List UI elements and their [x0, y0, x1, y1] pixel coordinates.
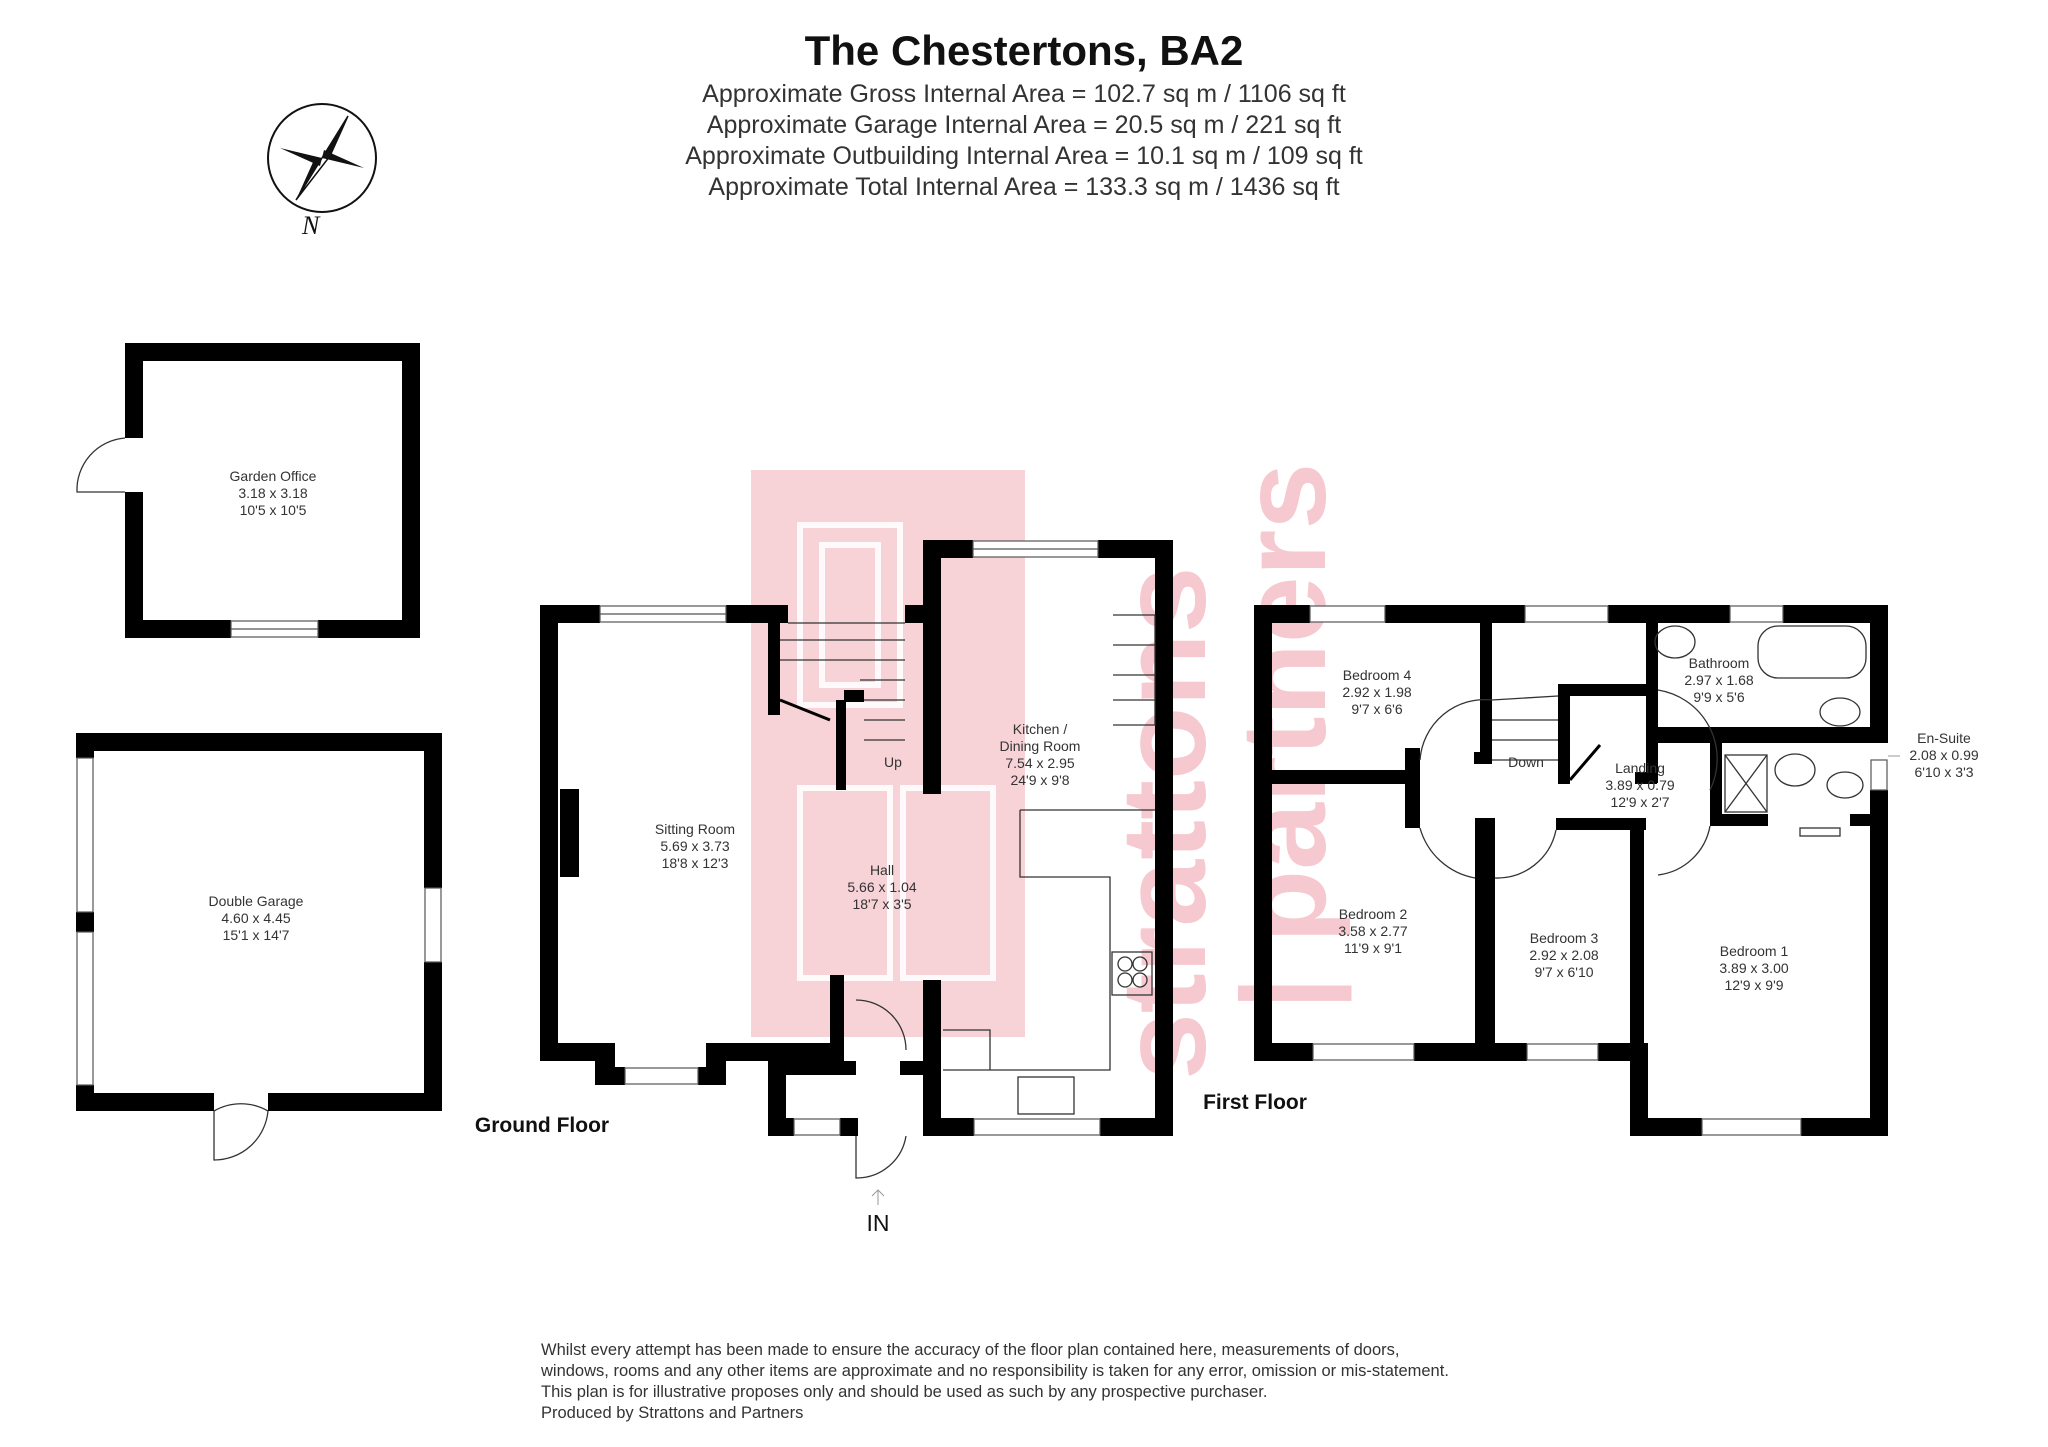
- sitting-room-imperial: 18'8 x 12'3: [662, 855, 729, 871]
- gross-area: Approximate Gross Internal Area = 102.7 …: [702, 80, 1346, 108]
- bedroom2-metric: 3.58 x 2.77: [1338, 923, 1407, 939]
- watermark-line2: | partners: [1217, 463, 1352, 1010]
- entrance-arrow-icon: [871, 1189, 885, 1205]
- bedroom1-name: Bedroom 1: [1720, 943, 1789, 959]
- sitting-room-name: Sitting Room: [655, 821, 735, 837]
- sitting-room-metric: 5.69 x 3.73: [660, 838, 729, 854]
- fixtures: [76, 437, 1867, 1179]
- bedroom4-imperial: 9'7 x 6'6: [1351, 701, 1402, 717]
- bath-icon: [1757, 625, 1867, 679]
- bedroom4-name: Bedroom 4: [1343, 667, 1412, 683]
- garden-office-name: Garden Office: [230, 468, 317, 484]
- bathroom-imperial: 9'9 x 5'6: [1693, 689, 1744, 705]
- garage-name: Double Garage: [209, 893, 304, 909]
- landing-metric: 3.89 x 0.79: [1605, 777, 1674, 793]
- bedroom3-metric: 2.92 x 2.08: [1529, 947, 1598, 963]
- bathroom-name: Bathroom: [1689, 655, 1750, 671]
- garage-metric: 4.60 x 4.45: [221, 910, 290, 926]
- stairs-up-label: Up: [884, 754, 902, 770]
- entrance-label: IN: [867, 1210, 890, 1236]
- hall-name: Hall: [870, 862, 894, 878]
- windows: [76, 540, 1888, 1136]
- front-door: [855, 999, 907, 1179]
- shower-icon: [1724, 754, 1768, 813]
- disclaimer: Whilst every attempt has been made to en…: [541, 1340, 1449, 1424]
- walls: [76, 343, 1888, 1136]
- kitchen-imperial: 24'9 x 9'8: [1010, 772, 1069, 788]
- plan-title: The Chestertons, BA2: [804, 27, 1244, 74]
- ensuite-metric: 2.08 x 0.99: [1909, 747, 1978, 763]
- bedroom1-metric: 3.89 x 3.00: [1719, 960, 1788, 976]
- hall-metric: 5.66 x 1.04: [847, 879, 916, 895]
- room-labels: Garden Office 3.18 x 3.18 10'5 x 10'5 Do…: [209, 468, 1979, 1236]
- producer-credit: Produced by Strattons and Partners: [541, 1404, 804, 1422]
- bedroom2-imperial: 11'9 x 9'1: [1344, 940, 1402, 956]
- basin-icon: [1654, 625, 1696, 659]
- disclaimer-line: windows, rooms and any other items are a…: [541, 1362, 1449, 1380]
- landing-imperial: 12'9 x 2'7: [1610, 794, 1669, 810]
- sink-icon: [1017, 1076, 1075, 1115]
- garden-office-metric: 3.18 x 3.18: [238, 485, 307, 501]
- garden-office-imperial: 10'5 x 10'5: [240, 502, 307, 518]
- ground-floor-label: Ground Floor: [475, 1114, 609, 1137]
- toilet-icon: [1819, 697, 1861, 727]
- disclaimer-line: This plan is for illustrative proposes o…: [541, 1383, 1268, 1401]
- ensuite-imperial: 6'10 x 3'3: [1914, 764, 1973, 780]
- kitchen-metric: 7.54 x 2.95: [1005, 755, 1074, 771]
- first-floor-label: First Floor: [1203, 1091, 1307, 1114]
- landing-name: Landing: [1615, 760, 1665, 776]
- garden-office-door: [76, 437, 126, 493]
- compass-north-label: N: [301, 211, 321, 240]
- total-area: Approximate Total Internal Area = 133.3 …: [708, 173, 1340, 201]
- garage-area: Approximate Garage Internal Area = 20.5 …: [706, 111, 1342, 139]
- disclaimer-line: Whilst every attempt has been made to en…: [541, 1341, 1400, 1359]
- outbuilding-area: Approximate Outbuilding Internal Area = …: [685, 142, 1363, 170]
- bathroom-metric: 2.97 x 1.68: [1684, 672, 1753, 688]
- compass-icon: N: [267, 103, 377, 240]
- hob-icon: [1111, 951, 1153, 996]
- bedroom3-imperial: 9'7 x 6'10: [1534, 964, 1593, 980]
- bedroom2-name: Bedroom 2: [1339, 906, 1408, 922]
- bedroom1-imperial: 12'9 x 9'9: [1724, 977, 1783, 993]
- hall-imperial: 18'7 x 3'5: [852, 896, 911, 912]
- stairs-down-label: Down: [1508, 754, 1544, 770]
- ensuite-name: En-Suite: [1917, 730, 1971, 746]
- bedroom3-name: Bedroom 3: [1530, 930, 1599, 946]
- bedroom4-metric: 2.92 x 1.98: [1342, 684, 1411, 700]
- kitchen-name: Kitchen /: [1013, 721, 1068, 737]
- dining-room-name: Dining Room: [1000, 738, 1081, 754]
- garage-imperial: 15'1 x 14'7: [223, 927, 290, 943]
